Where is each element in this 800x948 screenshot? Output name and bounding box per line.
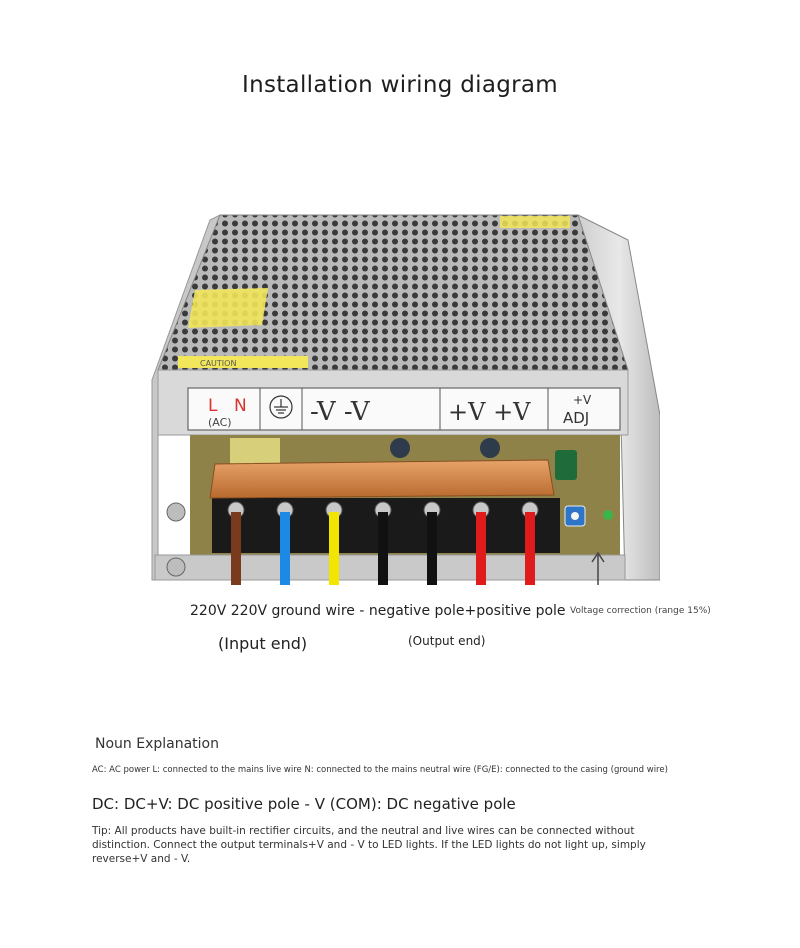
label-adj-top: +V	[573, 393, 592, 407]
wire-3	[329, 512, 339, 585]
label-adj-bottom: ADJ	[563, 409, 589, 427]
wire-7	[525, 512, 535, 585]
caution-sticker	[178, 356, 308, 368]
label-positive: +V +V	[448, 398, 531, 426]
ground-symbol-icon	[269, 395, 293, 419]
wires	[231, 512, 535, 585]
tip-text: Tip: All products have built-in rectifie…	[92, 825, 646, 865]
wire-1	[231, 512, 241, 585]
dc-explanation: DC: DC+V: DC positive pole - V (COM): DC…	[92, 795, 516, 813]
voltage-correction-note: Voltage correction (range 15%)	[570, 606, 711, 616]
wire-6	[476, 512, 486, 585]
noun-explanation-title: Noun Explanation	[95, 736, 219, 752]
label-negative: -V -V	[310, 397, 371, 427]
label-n: N	[234, 396, 247, 416]
power-supply-illustration: CAUTION L N (AC) -V -V +V +V +V ADJ	[151, 213, 660, 585]
page-title: Installation wiring diagram	[242, 72, 558, 98]
label-ac: (AC)	[208, 416, 232, 429]
terminal-label-strip	[187, 387, 621, 431]
arrow-up-icon	[591, 551, 605, 585]
terminal-cover	[209, 459, 555, 499]
warning-sticker	[188, 288, 268, 328]
wire-labels: 220V 220V ground wire - negative pole+po…	[190, 603, 566, 619]
wire-5	[427, 512, 437, 585]
output-end-label: (Output end)	[408, 634, 486, 648]
wire-4	[378, 512, 388, 585]
label-l: L	[208, 396, 218, 416]
ac-explanation: AC: AC power L: connected to the mains l…	[92, 765, 668, 775]
wire-2	[280, 512, 290, 585]
svg-text:CAUTION: CAUTION	[200, 359, 236, 368]
input-end-label: (Input end)	[218, 634, 308, 653]
